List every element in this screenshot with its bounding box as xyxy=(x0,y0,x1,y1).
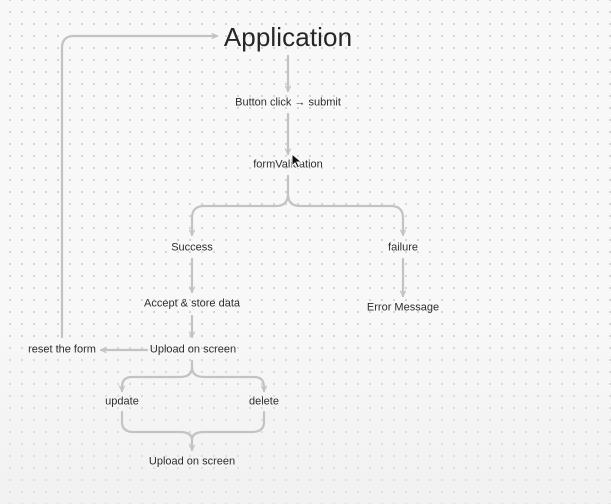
node-form-validation: formValidation xyxy=(253,158,323,171)
edge-upload-to-delete xyxy=(190,365,264,393)
node-delete: delete xyxy=(249,395,279,408)
edge-form-validation-to-failure xyxy=(286,192,403,237)
node-failure: failure xyxy=(388,241,418,254)
node-update: update xyxy=(105,395,139,408)
node-success: Success xyxy=(171,241,213,254)
edge-update-to-final xyxy=(120,410,192,452)
mouse-pointer-icon xyxy=(291,153,303,169)
node-accept-store: Accept & store data xyxy=(144,297,240,310)
edge-form-validation-to-success xyxy=(192,174,290,237)
node-upload-on-screen-final: Upload on screen xyxy=(148,455,236,468)
node-reset-form: reset the form xyxy=(28,343,96,356)
edge-upload-to-update xyxy=(122,359,194,393)
node-button-click: Button click → submit xyxy=(235,96,341,109)
edge-reset-to-title xyxy=(60,36,219,339)
node-error-message: Error Message xyxy=(366,301,440,314)
application-title: Application xyxy=(223,22,353,52)
edge-delete-to-final xyxy=(190,410,266,442)
node-upload-on-screen: Upload on screen xyxy=(149,343,237,356)
